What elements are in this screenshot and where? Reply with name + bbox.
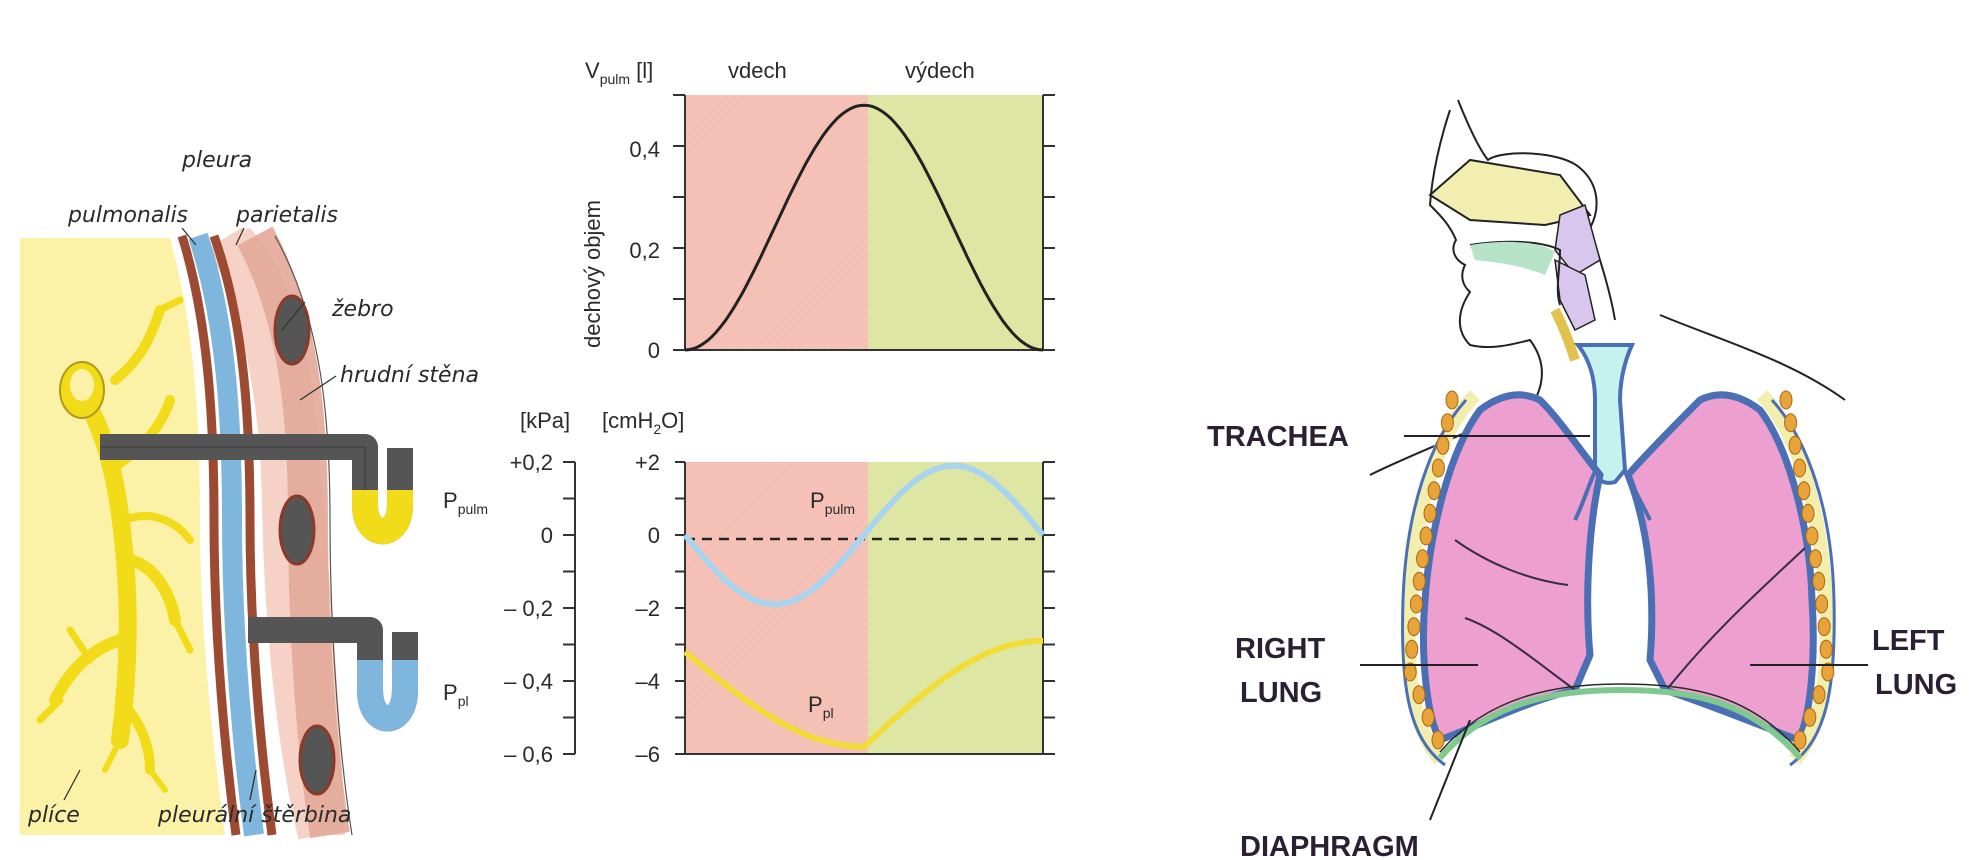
- cm-tick-label: 0: [648, 523, 660, 548]
- rib-dot: [1412, 685, 1426, 705]
- unit-cmh2o: [cmH2O]: [602, 408, 684, 437]
- rib-dot: [1445, 390, 1459, 410]
- volume-curve: [684, 103, 1044, 352]
- kpa-tick-label: – 0,2: [504, 596, 553, 621]
- expiration-band: [868, 95, 1043, 350]
- unit-kpa: [kPa]: [520, 408, 570, 433]
- rib-dot: [1788, 435, 1802, 455]
- pleura-diagram: pleura pulmonalis parietalis žebro hrudn…: [20, 148, 488, 840]
- rib-dot: [1784, 413, 1798, 433]
- plice-label: plíce: [27, 803, 80, 828]
- pleura-label: pleura: [181, 148, 252, 173]
- cm-tick-label: –4: [636, 669, 660, 694]
- left-lung-label-1: LEFT: [1872, 625, 1945, 657]
- rib-dot: [1797, 481, 1811, 501]
- kpa-tick-label: – 0,4: [504, 669, 553, 694]
- right-lung-label-1: RIGHT: [1235, 633, 1326, 665]
- pleuralni-sterbina-label: pleurální štěrbina: [157, 803, 351, 828]
- ytick-0: 0: [648, 338, 660, 363]
- kpa-tick-label: – 0,6: [504, 742, 553, 767]
- volume-chart: Vpulm [l] vdech výdech dechový objem 0 0…: [580, 58, 1055, 363]
- right-lung: [1420, 391, 1604, 745]
- diaphragm: [1437, 686, 1803, 760]
- rib-dot: [1793, 458, 1807, 478]
- parietalis-label: parietalis: [235, 203, 338, 228]
- rib-dot: [1412, 571, 1426, 591]
- rib-dot: [1805, 526, 1819, 546]
- pleura-pulmonalis: [177, 234, 241, 836]
- left-lung-label-2: LUNG: [1875, 669, 1957, 701]
- rib-dot: [1812, 685, 1826, 705]
- diaphragm-label: DIAPHRAGM: [1240, 831, 1419, 860]
- rib-dot: [1431, 730, 1445, 750]
- rib-dot: [1427, 481, 1441, 501]
- phase-inspiration-label: vdech: [728, 58, 787, 83]
- rib-icon: [273, 294, 336, 796]
- trachea-label: TRACHEA: [1207, 421, 1349, 453]
- rib-dot: [1423, 503, 1437, 523]
- rib-dot: [1821, 662, 1835, 682]
- cm-tick-label: –2: [636, 596, 660, 621]
- rib-dot: [1817, 617, 1831, 637]
- volume-ylabel: dechový objem: [580, 200, 605, 348]
- ytick-0-2: 0,2: [629, 238, 660, 263]
- rib-dot: [1419, 526, 1433, 546]
- p-pulm-manometer-icon: [100, 434, 413, 545]
- pulmonalis-label: pulmonalis: [67, 203, 188, 228]
- rib-dot: [1407, 617, 1421, 637]
- ytick-0-4: 0,4: [629, 137, 660, 162]
- rib-dot: [1405, 639, 1419, 659]
- hrudni-stena-label: hrudní stěna: [340, 363, 479, 388]
- rib-dot: [1803, 707, 1817, 727]
- rib-dot: [1801, 503, 1815, 523]
- rib-dot: [1793, 730, 1807, 750]
- rib-dot: [1403, 662, 1417, 682]
- kpa-tick-label: +0,2: [510, 450, 553, 475]
- zebro-label: žebro: [331, 297, 394, 322]
- p-pulm-label: Ppulm: [443, 488, 488, 517]
- volume-unit: Vpulm [l]: [585, 58, 653, 87]
- rib-dot: [1815, 594, 1829, 614]
- pressure-chart: [kPa] [cmH2O] +0,2 0 – 0,2 – 0,4 – 0,6 +2 0 –2…: [504, 408, 1055, 767]
- pleura-parietalis: [209, 234, 277, 836]
- p-pl-manometer-icon: [248, 617, 418, 732]
- p-pl-curve: [683, 637, 1043, 750]
- rib-dot: [1436, 435, 1450, 455]
- rib-dot: [1416, 549, 1430, 569]
- trachea: [1573, 343, 1636, 485]
- cm-tick-label: +2: [635, 450, 660, 475]
- rib-dot: [1808, 549, 1822, 569]
- p-pl-curve-label: Ppl: [808, 692, 834, 721]
- rib-dot: [1819, 639, 1833, 659]
- p-pulm-curve: [682, 462, 1046, 608]
- rib-dot: [1779, 390, 1793, 410]
- right-lung-label-2: LUNG: [1240, 677, 1322, 709]
- phase-expiration-label: výdech: [905, 58, 975, 83]
- rib-dot: [1440, 413, 1454, 433]
- respiratory-anatomy: TRACHEA RIGHT LUNG LEFT LUNG DIAPHRAGM: [1207, 99, 1957, 860]
- rib-dots-icon: [1403, 390, 1835, 750]
- p-pulm-curve-label: Ppulm: [810, 488, 855, 517]
- rib-dot: [1431, 458, 1445, 478]
- pleural-space: [188, 232, 264, 837]
- rib-dot: [1812, 571, 1826, 591]
- kpa-tick-label: 0: [541, 523, 553, 548]
- left-lung: [1623, 391, 1817, 745]
- cm-tick-label: –6: [636, 742, 660, 767]
- rib-dot: [1409, 594, 1423, 614]
- p-pl-label: Ppl: [443, 680, 469, 709]
- rib-dot: [1421, 707, 1435, 727]
